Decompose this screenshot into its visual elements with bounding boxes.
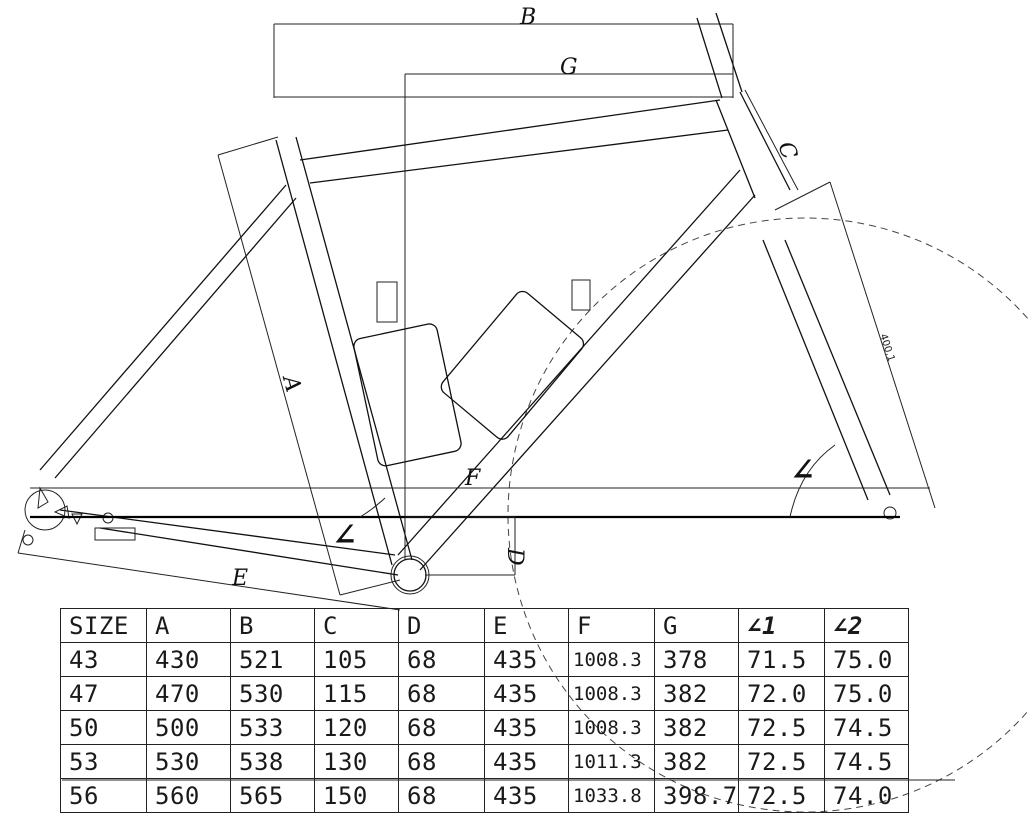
- table-cell: 72.5: [738, 710, 825, 745]
- header-g: G: [654, 608, 739, 643]
- table-cell: 435: [484, 710, 569, 745]
- fork-length-label: 400.1: [877, 333, 896, 364]
- table-cell: 53: [60, 744, 147, 779]
- table-cell: 1011.3: [568, 744, 655, 779]
- table-cell: 378: [654, 642, 739, 677]
- header-size: SIZE: [60, 608, 147, 643]
- table-cell: 1008.3: [568, 710, 655, 745]
- table-cell: 68: [398, 778, 485, 813]
- seat-angle-arc: [359, 497, 386, 518]
- table-cell: 150: [314, 778, 399, 813]
- table-cell: 68: [398, 642, 485, 677]
- table-cell: 560: [146, 778, 231, 813]
- table-cell: 430: [146, 642, 231, 677]
- table-cell: 43: [60, 642, 147, 677]
- table-cell: 435: [484, 744, 569, 779]
- table-cell: 56: [60, 778, 147, 813]
- dimension-a: [217, 136, 401, 596]
- label-b: B: [519, 5, 536, 30]
- header-e: E: [484, 608, 569, 643]
- label-g: G: [560, 55, 578, 80]
- table-cell: 50: [60, 710, 147, 745]
- dimension-b: [273, 23, 734, 98]
- table-cell: 68: [398, 744, 485, 779]
- table-cell: 75.0: [824, 642, 909, 677]
- head-angle-label: ∠: [790, 453, 815, 488]
- header-angle1: ∠1: [738, 608, 825, 643]
- label-a: A: [277, 371, 306, 395]
- table-cell: 382: [654, 676, 739, 711]
- table-cell: 382: [654, 744, 739, 779]
- table-cell: 72.5: [738, 744, 825, 779]
- label-e: E: [231, 566, 248, 591]
- label-d: D: [502, 547, 527, 566]
- table-cell: 68: [398, 710, 485, 745]
- table-cell: 565: [230, 778, 315, 813]
- table-cell: 470: [146, 676, 231, 711]
- dimension-c: [744, 89, 799, 191]
- header-f: F: [568, 608, 655, 643]
- bottle-down-tube: [440, 279, 591, 440]
- table-cell: 533: [230, 710, 315, 745]
- table-cell: 74.5: [824, 710, 909, 745]
- header-c: C: [314, 608, 399, 643]
- table-cell: 47: [60, 676, 147, 711]
- label-c: C: [772, 139, 801, 164]
- dimension-e: [17, 529, 401, 611]
- table-cell: 530: [230, 676, 315, 711]
- table-cell: 130: [314, 744, 399, 779]
- table-cell: 72.0: [738, 676, 825, 711]
- table-cell: 435: [484, 642, 569, 677]
- table-cell: 105: [314, 642, 399, 677]
- table-cell: 538: [230, 744, 315, 779]
- table-cell: 71.5: [738, 642, 825, 677]
- bottle-seat-tube: [353, 281, 462, 467]
- table-cell: 68: [398, 676, 485, 711]
- dimension-d: [405, 516, 516, 576]
- table-cell: 382: [654, 710, 739, 745]
- table-cell: 72.5: [738, 778, 825, 813]
- table-cell: 1008.3: [568, 642, 655, 677]
- header-d: D: [398, 608, 485, 643]
- table-cell: 115: [314, 676, 399, 711]
- table-cell: 398.7: [654, 778, 739, 813]
- table-cell: 74.5: [824, 744, 909, 779]
- table-cell: 435: [484, 676, 569, 711]
- table-cell: 1008.3: [568, 676, 655, 711]
- header-a: A: [146, 608, 231, 643]
- fork-length-dimension: [774, 181, 936, 509]
- head-angle-arc: [789, 444, 836, 518]
- frame: [22, 12, 897, 595]
- table-cell: 435: [484, 778, 569, 813]
- header-b: B: [230, 608, 315, 643]
- table-cell: 500: [146, 710, 231, 745]
- dimension-g: [404, 73, 733, 560]
- table-cell: 521: [230, 642, 315, 677]
- table-cell: 120: [314, 710, 399, 745]
- table-cell: 74.0: [824, 778, 909, 813]
- table-cell: 530: [146, 744, 231, 779]
- header-angle2: ∠2: [824, 608, 909, 643]
- label-f: F: [464, 466, 481, 491]
- seat-angle-label: ∠: [332, 518, 357, 553]
- table-cell: 75.0: [824, 676, 909, 711]
- table-cell: 1033.8: [568, 778, 655, 813]
- table-header-row: SIZE A B C D E F G ∠1 ∠2: [60, 608, 909, 643]
